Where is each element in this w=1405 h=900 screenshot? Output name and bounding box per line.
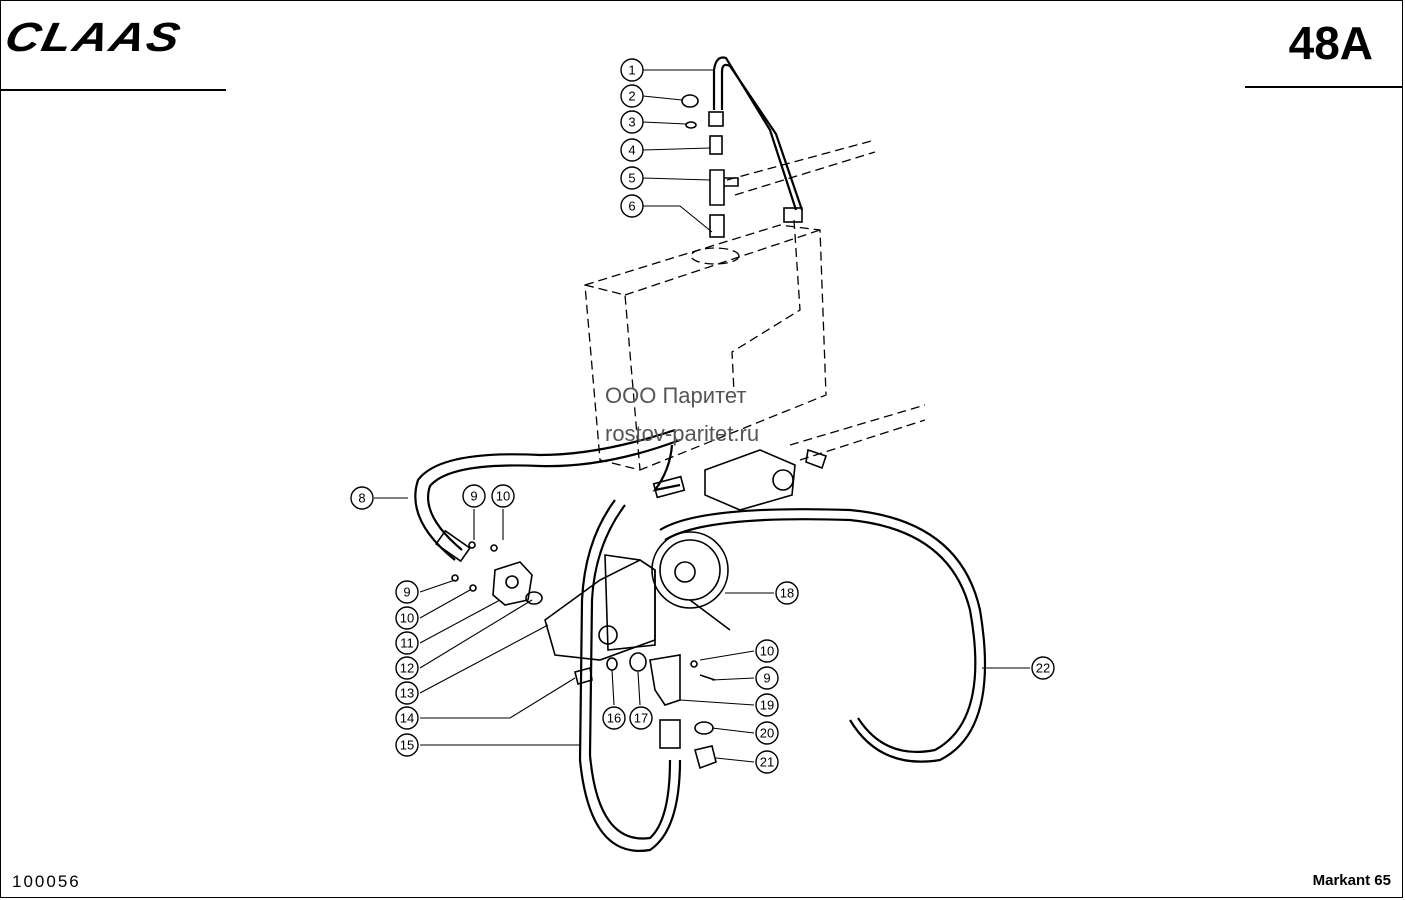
- callout-label: 10: [760, 644, 774, 659]
- callout-label: 9: [470, 489, 477, 504]
- flange-part-11: [492, 561, 533, 606]
- pulley-part-18: [651, 531, 729, 609]
- callout-label: 2: [628, 89, 635, 104]
- callout-label: 10: [496, 489, 510, 504]
- callout-label: 9: [763, 671, 770, 686]
- callout-label: 22: [1036, 661, 1050, 676]
- callout-label: 21: [760, 755, 774, 770]
- callout-10a: 10: [491, 484, 515, 508]
- callout-16: 16: [602, 706, 626, 730]
- callout-14: 14: [395, 706, 419, 730]
- callout-17: 17: [629, 706, 653, 730]
- callout-label: 19: [760, 698, 774, 713]
- hose-part-15: [578, 499, 682, 852]
- nut-on-tube: [708, 111, 724, 127]
- callout-label: 10: [400, 611, 414, 626]
- callout-6: 6: [620, 194, 644, 218]
- callout-label: 9: [403, 585, 410, 600]
- callout-label: 17: [634, 711, 648, 726]
- page-number-underline: [1245, 86, 1403, 88]
- return-line-dashed: [731, 219, 801, 393]
- oring-part-12: [525, 591, 543, 605]
- callout-9b: 9: [395, 580, 419, 604]
- tube-nut: [783, 207, 803, 223]
- callout-5: 5: [620, 166, 644, 190]
- oring-part-17: [629, 652, 647, 672]
- callout-1: 1: [620, 58, 644, 82]
- leader-lines: [374, 69, 1030, 763]
- nut-part-2: [681, 94, 699, 108]
- callout-label: 6: [628, 199, 635, 214]
- valve-block: [704, 449, 796, 511]
- document-id: 100056: [12, 872, 81, 891]
- callout-label: 1: [628, 63, 635, 78]
- callout-label: 15: [400, 738, 414, 753]
- callout-9c: 9: [755, 666, 779, 690]
- fitting-part-4: [709, 135, 723, 155]
- callout-label: 8: [358, 491, 365, 506]
- callout-22: 22: [1031, 656, 1055, 680]
- page-number: 48A: [1288, 17, 1373, 69]
- fitting-part-6: [709, 214, 725, 238]
- tube-part-1: [712, 56, 798, 211]
- callout-label: 3: [628, 115, 635, 130]
- callout-label: 12: [400, 661, 414, 676]
- callout-12: 12: [395, 656, 419, 680]
- callout-11: 11: [395, 631, 419, 655]
- callout-3: 3: [620, 110, 644, 134]
- callout-label: 14: [400, 711, 414, 726]
- washer-part-16: [606, 657, 618, 671]
- nut-part-21: [694, 745, 717, 770]
- model-name: Markant 65: [1312, 872, 1391, 889]
- hose-fitting: [659, 719, 681, 749]
- callout-label: 18: [780, 586, 794, 601]
- logo-underline: [0, 89, 226, 91]
- callout-10b: 10: [395, 606, 419, 630]
- belt-part-22: [659, 508, 986, 763]
- watermark-line1: ООО Паритет: [605, 383, 747, 408]
- tee-part-5: [709, 169, 739, 206]
- bolt-part-14: [574, 667, 593, 685]
- watermark-line2: rostov-paritet.ru: [605, 421, 760, 446]
- dashed-line-right: [789, 404, 926, 461]
- callout-label: 16: [607, 711, 621, 726]
- callout-8: 8: [350, 486, 374, 510]
- hose-part-8: [414, 428, 676, 561]
- callout-label: 20: [760, 726, 774, 741]
- callout-19: 19: [755, 693, 779, 717]
- callout-15: 15: [395, 733, 419, 757]
- callout-21: 21: [755, 750, 779, 774]
- callout-label: 5: [628, 171, 635, 186]
- callout-13: 13: [395, 681, 419, 705]
- washer-part-20: [694, 721, 714, 735]
- callout-9a: 9: [462, 484, 486, 508]
- washer-part-3: [685, 121, 697, 129]
- callout-18: 18: [775, 581, 799, 605]
- callout-4: 4: [620, 138, 644, 162]
- pump-part-13: [544, 559, 656, 661]
- callout-label: 11: [400, 636, 414, 651]
- callout-label: 13: [400, 686, 414, 701]
- callout-2: 2: [620, 84, 644, 108]
- tank-port: [690, 247, 740, 265]
- oil-tank: [584, 224, 827, 471]
- callout-label: 4: [628, 143, 635, 158]
- dashed-line-top: [726, 139, 876, 196]
- callout-10c: 10: [755, 639, 779, 663]
- callout-20: 20: [755, 721, 779, 745]
- elbow-part-19: [649, 654, 681, 706]
